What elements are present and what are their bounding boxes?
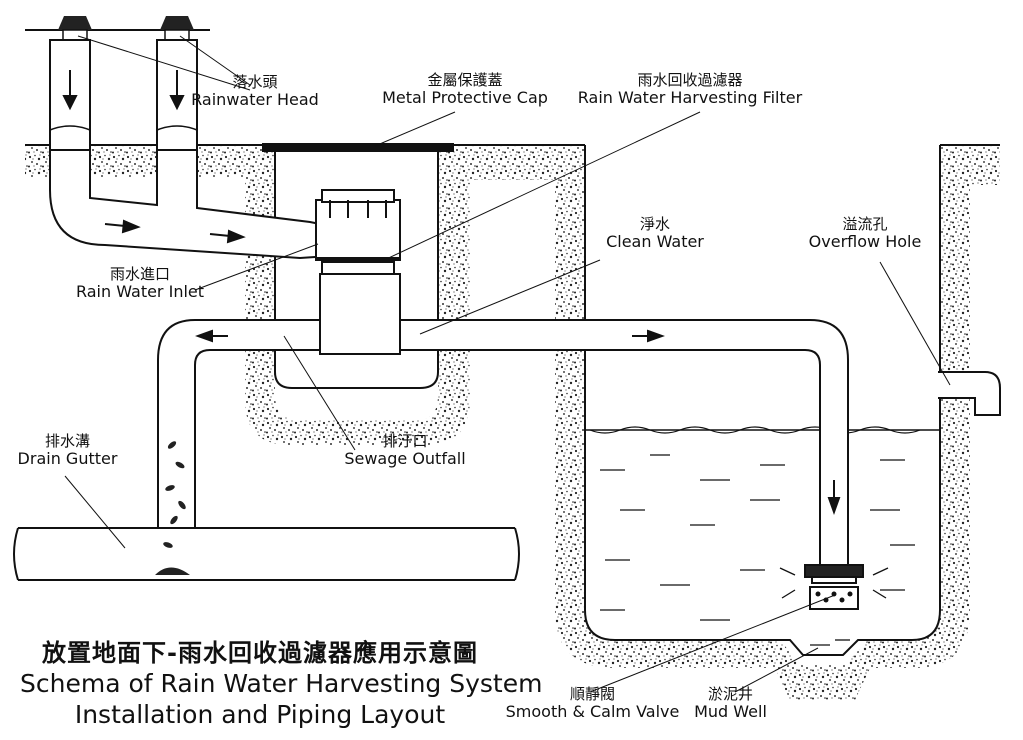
caption-en-line2: Installation and Piping Layout — [74, 700, 446, 730]
water-lines — [600, 454, 915, 646]
label-calm-valve: 順靜閥 Smooth & Calm Valve — [505, 685, 680, 722]
drain-gutter — [13, 527, 520, 581]
label-overflow-hole: 溢流孔 Overflow Hole — [795, 215, 935, 252]
ground-gravel — [25, 145, 1000, 700]
label-filter-zh: 雨水回收過濾器 — [637, 71, 743, 89]
pipe-flow-arrows — [195, 329, 841, 515]
label-filter-en: Rain Water Harvesting Filter — [577, 88, 803, 108]
label-metal-cap: 金屬保護蓋 Metal Protective Cap — [375, 71, 555, 108]
rainwater-heads — [49, 16, 198, 151]
label-rain-inlet-en: Rain Water Inlet — [75, 282, 205, 302]
calm-valve — [779, 564, 889, 610]
label-clean-water-en: Clean Water — [606, 232, 704, 252]
inlet-flow-arrows — [104, 219, 246, 244]
label-metal-cap-zh: 金屬保護蓋 — [427, 71, 503, 89]
label-rain-inlet: 雨水進口 Rain Water Inlet — [65, 265, 215, 302]
outlet-pipes — [157, 319, 849, 566]
label-rain-inlet-zh: 雨水進口 — [109, 265, 170, 283]
caption-zh: 放置地面下-雨水回收過濾器應用示意圖 — [42, 639, 478, 667]
label-overflow-hole-zh: 溢流孔 — [842, 215, 888, 233]
label-rainwater-head: 落水頭 Rainwater Head — [190, 73, 320, 110]
metal-protective-cap — [262, 143, 454, 152]
diffuser-arrows — [779, 567, 889, 599]
label-drain-gutter-zh: 排水溝 — [44, 432, 90, 450]
harvesting-filter — [315, 189, 401, 355]
label-calm-valve-en: Smooth & Calm Valve — [505, 702, 680, 722]
label-mud-well-en: Mud Well — [694, 702, 767, 722]
label-filter: 雨水回收過濾器 Rain Water Harvesting Filter — [575, 71, 805, 108]
leader-lines — [64, 35, 951, 693]
debris-leaves — [155, 441, 190, 575]
storage-tank — [584, 145, 941, 656]
label-rainwater-head-zh: 落水頭 — [232, 73, 278, 91]
label-sewage-outfall-en: Sewage Outfall — [344, 449, 466, 469]
label-metal-cap-en: Metal Protective Cap — [382, 88, 548, 108]
label-sewage-outfall-zh: 排汙口 — [382, 432, 428, 450]
label-rainwater-head-en: Rainwater Head — [191, 90, 319, 110]
label-drain-gutter: 排水溝 Drain Gutter — [10, 432, 125, 469]
diagram-caption: 放置地面下-雨水回收過濾器應用示意圖 Schema of Rain Water … — [20, 633, 543, 731]
label-calm-valve-zh: 順靜閥 — [569, 685, 615, 703]
label-mud-well: 淤泥井 Mud Well — [688, 685, 773, 722]
label-overflow-hole-en: Overflow Hole — [808, 232, 922, 252]
overflow-pipe — [938, 371, 1001, 416]
label-drain-gutter-en: Drain Gutter — [17, 449, 118, 469]
label-clean-water-zh: 淨水 — [639, 215, 670, 233]
downflow-arrows — [62, 70, 185, 111]
caption-en-line1: Schema of Rain Water Harvesting System — [20, 669, 543, 698]
label-mud-well-zh: 淤泥井 — [707, 685, 753, 703]
label-clean-water: 淨水 Clean Water — [595, 215, 715, 252]
label-sewage-outfall: 排汙口 Sewage Outfall — [340, 432, 470, 469]
